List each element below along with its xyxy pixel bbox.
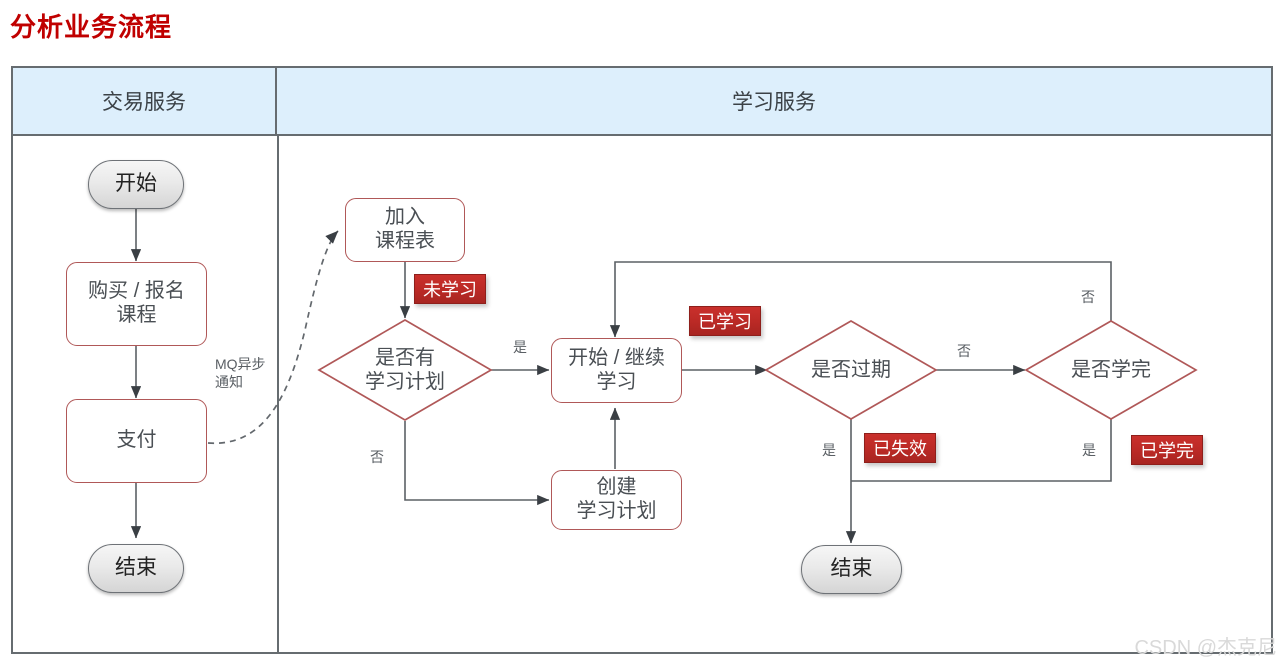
node-start-continue-study-line2: 学习 bbox=[596, 370, 637, 393]
node-start-trade[interactable]: 开始 bbox=[88, 160, 184, 209]
node-create-study-plan-line1: 创建 bbox=[596, 476, 637, 499]
node-end-study[interactable]: 结束 bbox=[801, 545, 902, 594]
node-buy-course[interactable]: 购买 / 报名 课程 bbox=[66, 262, 207, 346]
page-title: 分析业务流程 bbox=[10, 12, 173, 42]
badge-expired: 已失效 bbox=[864, 433, 936, 463]
node-end-trade[interactable]: 结束 bbox=[88, 544, 184, 593]
node-start-continue-study-line1: 开始 / 继续 bbox=[568, 346, 665, 369]
node-create-study-plan[interactable]: 创建 学习计划 bbox=[551, 470, 682, 530]
node-create-study-plan-line2: 学习计划 bbox=[576, 500, 657, 522]
lane-header-study: 学习服务 bbox=[277, 68, 1271, 136]
watermark: CSDN @杰克尼 bbox=[1134, 637, 1277, 659]
lane-header-trade-label: 交易服务 bbox=[102, 91, 186, 114]
edge-label-finished-yes: 是 bbox=[1082, 442, 1096, 458]
edge-label-expired-no: 否 bbox=[957, 343, 971, 359]
node-buy-course-line1: 购买 / 报名 bbox=[88, 280, 185, 303]
edge-label-hasplan-yes: 是 bbox=[513, 339, 527, 355]
lane-header-trade: 交易服务 bbox=[13, 68, 277, 136]
badge-finished: 已学完 bbox=[1131, 435, 1203, 465]
edge-label-mq-async-line1: MQ异步 bbox=[215, 356, 266, 372]
edge-label-expired-yes: 是 bbox=[822, 442, 836, 458]
node-join-course-table-line1: 加入 bbox=[385, 206, 425, 229]
lane-header-study-label: 学习服务 bbox=[732, 91, 816, 114]
node-start-continue-study[interactable]: 开始 / 继续 学习 bbox=[551, 338, 682, 403]
node-join-course-table[interactable]: 加入 课程表 bbox=[345, 198, 465, 262]
node-end-trade-label: 结束 bbox=[115, 556, 157, 580]
node-pay-label: 支付 bbox=[116, 429, 157, 452]
lane-divider bbox=[277, 136, 279, 652]
edge-label-mq-async-line2: 通知 bbox=[215, 373, 243, 390]
edge-label-finished-no: 否 bbox=[1081, 289, 1095, 305]
node-join-course-table-line2: 课程表 bbox=[375, 230, 435, 252]
edge-label-hasplan-no: 否 bbox=[370, 449, 384, 465]
node-buy-course-line2: 课程 bbox=[116, 304, 157, 326]
node-end-study-label: 结束 bbox=[830, 557, 873, 581]
badge-studied: 已学习 bbox=[689, 306, 761, 336]
node-start-trade-label: 开始 bbox=[115, 172, 157, 196]
badge-not-studied: 未学习 bbox=[414, 274, 486, 304]
node-pay[interactable]: 支付 bbox=[66, 399, 207, 483]
edge-label-mq-async: MQ异步 通知 bbox=[215, 356, 285, 391]
